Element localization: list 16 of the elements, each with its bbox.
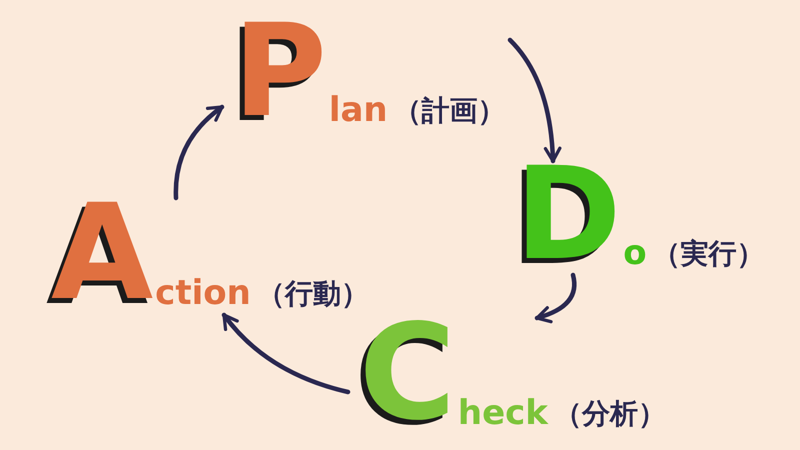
initial-letter: D xyxy=(514,165,622,271)
initial-letter: A xyxy=(50,202,154,311)
step-label-japanese: （分析） xyxy=(554,400,666,428)
curved-arrow xyxy=(508,38,562,164)
step-label-japanese: （行動） xyxy=(256,280,369,308)
initial-letter: P xyxy=(232,22,328,128)
curved-arrow xyxy=(174,104,224,200)
step-label-japanese: （計画） xyxy=(394,96,506,125)
step-label: o xyxy=(623,236,647,270)
curved-arrow xyxy=(534,272,577,323)
step-label: ction xyxy=(155,276,251,310)
initial-letter: C xyxy=(358,322,457,431)
step-label: lan xyxy=(328,92,388,127)
curved-arrow xyxy=(222,312,350,394)
step-label-japanese: （実行） xyxy=(652,240,765,268)
step-label: heck xyxy=(458,396,548,430)
